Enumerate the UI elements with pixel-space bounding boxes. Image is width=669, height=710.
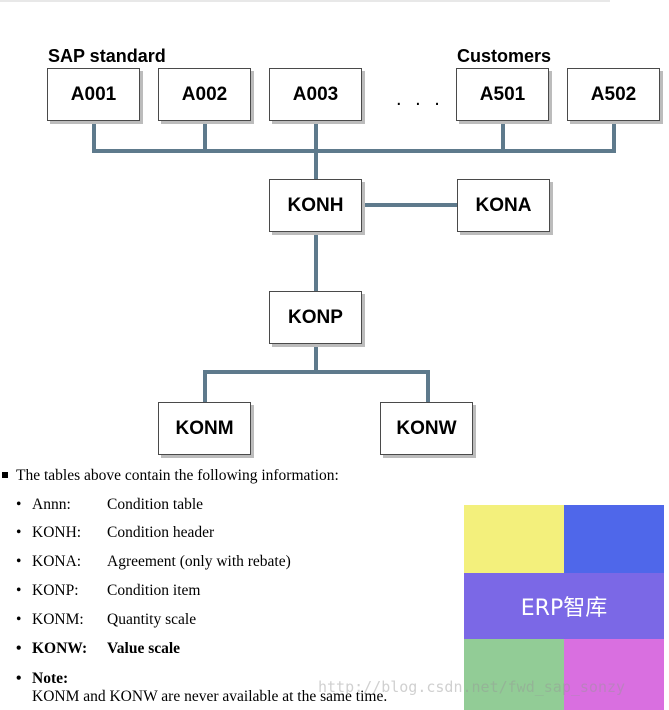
bullet-icon: • (16, 640, 22, 657)
info-item-code: KONM: (32, 611, 84, 628)
info-item-code: KONP: (32, 582, 79, 599)
info-item-code: KONA: (32, 553, 82, 570)
connector-konh-kona (362, 203, 458, 207)
bullet-icon: • (16, 611, 22, 628)
info-item-code: KONW: (32, 640, 88, 657)
watermark: http://blog.csdn.net/fwd_sap_sonzy (318, 678, 626, 696)
info-item-code: Annn: (32, 496, 71, 513)
info-note-text: KONM and KONW are never available at the… (32, 688, 388, 705)
info-intro: The tables above contain the following i… (0, 467, 339, 485)
bullet-icon: • (16, 670, 22, 687)
info-item-konh: • KONH: Condition header (16, 524, 214, 542)
connector-konp-down (314, 343, 318, 373)
logo-tile-yellow (464, 505, 564, 573)
table-box-a002: A002 (158, 68, 251, 121)
table-box-konp: KONP (269, 291, 362, 344)
info-item-desc: Condition item (107, 582, 201, 599)
info-item-konm: • KONM: Quantity scale (16, 611, 196, 629)
info-item-desc: Condition header (107, 524, 215, 541)
square-bullet-icon (2, 472, 8, 479)
bullet-icon: • (16, 496, 22, 513)
info-item-desc: Agreement (only with rebate) (107, 553, 291, 570)
info-item-annn: • Annn: Condition table (16, 496, 203, 514)
erp-logo: ERP智库 (464, 505, 669, 710)
bullet-icon: • (16, 524, 22, 541)
connector-a501-down (501, 121, 505, 153)
table-box-a003: A003 (269, 68, 362, 121)
connector-a001-down (92, 121, 96, 153)
info-item-desc: Condition table (107, 496, 204, 513)
info-intro-text: The tables above contain the following i… (16, 467, 339, 484)
info-item-konp: • KONP: Condition item (16, 582, 200, 600)
info-item-konw: • KONW: Value scale (16, 640, 180, 658)
table-box-konm: KONM (158, 402, 251, 455)
info-item-desc: Value scale (107, 640, 181, 657)
logo-tile-blue (564, 505, 664, 573)
condition-table-diagram: SAP standard Customers . . . A001 A002 A… (47, 46, 660, 455)
logo-tile-green (464, 639, 564, 710)
connector-a502-down (612, 121, 616, 153)
info-item-code: KONH: (32, 524, 82, 541)
label-customers: Customers (457, 46, 552, 66)
label-sap-standard: SAP standard (48, 46, 166, 66)
logo-text: ERP智库 (464, 573, 664, 639)
connector-konw-up (426, 370, 430, 403)
note-label: Note: (32, 670, 69, 687)
connector-a002-down (203, 121, 207, 153)
info-note-label: • Note: (16, 670, 68, 688)
top-divider (0, 0, 610, 2)
logo-tile-pink (564, 639, 664, 710)
info-item-desc: Quantity scale (107, 611, 197, 628)
bullet-icon: • (16, 582, 22, 599)
table-box-a502: A502 (567, 68, 660, 121)
table-box-konh: KONH (269, 179, 362, 232)
ellipsis: . . . (396, 88, 444, 110)
table-box-a501: A501 (456, 68, 549, 121)
connector-top-bus (92, 149, 616, 153)
table-box-a001: A001 (47, 68, 140, 121)
bullet-icon: • (16, 553, 22, 570)
connector-konm-up (203, 370, 207, 403)
connector-konh-konp (314, 231, 318, 291)
table-box-kona: KONA (457, 179, 550, 232)
table-box-konw: KONW (380, 402, 473, 455)
info-item-kona: • KONA: Agreement (only with rebate) (16, 553, 291, 571)
connector-bottom-bus (203, 370, 430, 374)
